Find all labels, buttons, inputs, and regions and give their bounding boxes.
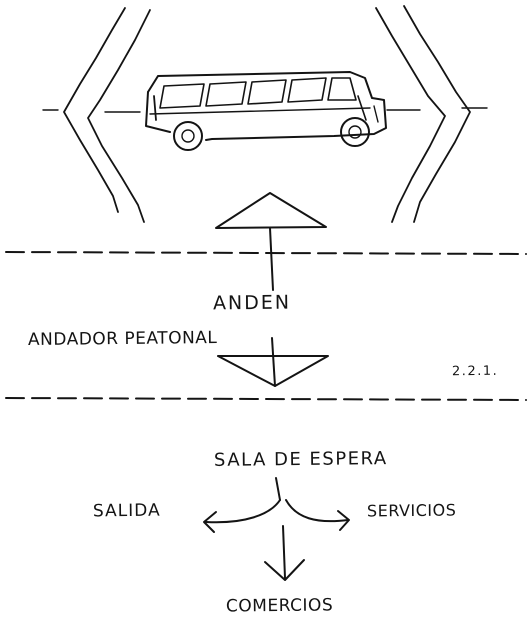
bus-icon [145,71,387,151]
platform-edge-dashed-line [5,251,527,255]
section-number: 2.2.1. [451,363,499,380]
anden-label: ANDEN [212,291,292,315]
servicios-label: SERVICIOS [366,500,457,521]
flow-branches [203,477,350,581]
main-circulation-axis [269,227,276,387]
comercios-label: COMERCIOS [225,595,334,617]
salida-label: SALIDA [92,500,161,522]
lane-axis [42,107,488,113]
waiting-room-edge-dashed-line [5,397,527,401]
platform-arrow-icon [215,192,327,229]
sala-de-espera-label: SALA DE ESPERA [213,448,388,471]
left-bay-bracket [63,7,151,223]
andador-peatonal-label: ANDADOR PEATONAL [27,328,218,350]
waiting-room-arrow-icon [217,355,329,387]
right-bay-bracket [375,5,471,223]
